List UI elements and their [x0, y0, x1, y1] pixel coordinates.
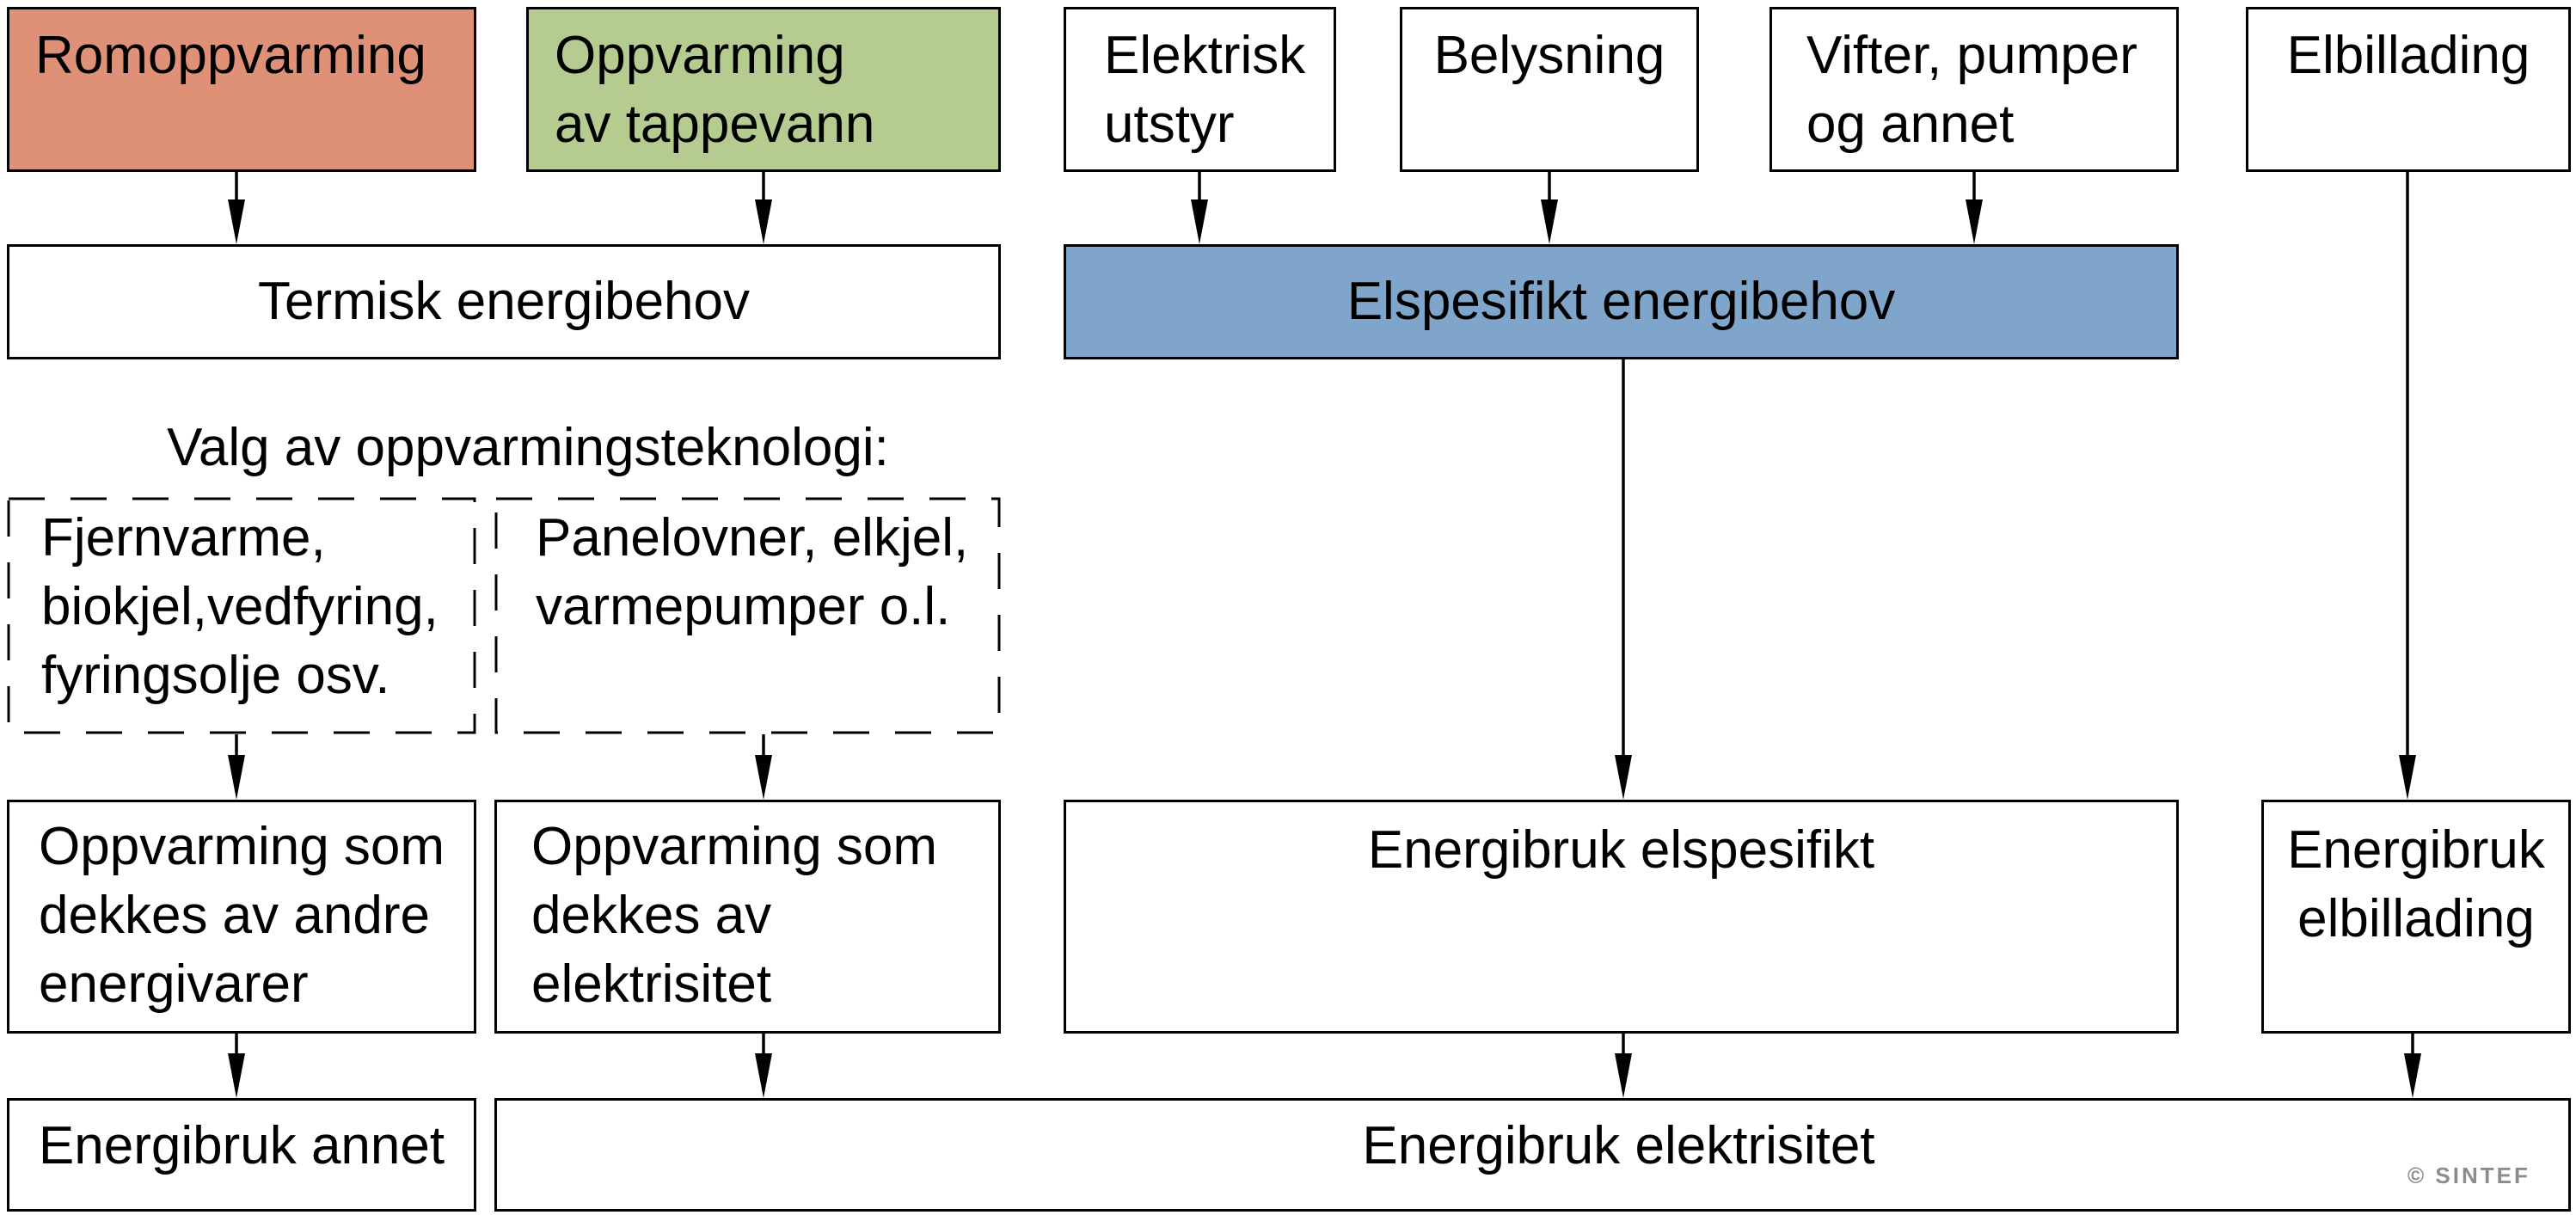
box-label-line: Energibruk elektrisitet — [1362, 1116, 1875, 1175]
arrow-energibruk-elspesifikt-to-energibruk-elektrisitet — [1615, 1034, 1632, 1098]
box-energibruk-elbillading: Energibruk elbillading — [2261, 800, 2571, 1034]
box-energibruk-elektrisitet: Energibruk elektrisitet — [494, 1098, 2571, 1212]
box-label-line: dekkes av andre — [39, 886, 430, 945]
box-elektrisk-utstyr: Elektrisk utstyr — [1064, 7, 1336, 172]
box-label-line: Belysning — [1433, 26, 1665, 85]
box-romoppvarming: Romoppvarming — [7, 7, 476, 172]
box-label-line: Romoppvarming — [35, 26, 426, 85]
box-label-line: varmepumper o.l. — [536, 577, 951, 636]
box-label-line: Termisk energibehov — [257, 272, 751, 331]
box-label-line: av tappevann — [555, 95, 875, 154]
box-label-line: Elbillading — [2286, 26, 2530, 85]
sintef-watermark: © SINTEF — [2407, 1163, 2530, 1188]
box-label-line: Oppvarming som — [39, 817, 445, 876]
box-oppvarming-tappevann: Oppvarming av tappevann — [526, 7, 1001, 172]
box-label-line: energivarer — [39, 954, 309, 1014]
dashed-box-panelovner: Panelovner, elkjel, varmepumper o.l. — [494, 497, 1001, 734]
box-label-line: Energibruk — [2287, 820, 2545, 880]
box-label-line: Energibruk annet — [38, 1116, 445, 1175]
box-energibruk-annet: Energibruk annet — [7, 1098, 476, 1212]
box-label-line: Elektrisk — [1104, 26, 1306, 85]
arrow-belysning-to-elspesifikt — [1541, 172, 1558, 244]
box-energibruk-elspesifikt: Energibruk elspesifikt — [1064, 800, 2179, 1034]
arrow-energibruk-elbillading-to-energibruk-elektrisitet — [2404, 1034, 2421, 1098]
box-elspesifikt-energibehov: Elspesifikt energibehov — [1064, 244, 2179, 359]
box-label-line: Oppvarming som — [531, 817, 938, 876]
arrow-oppvarming-andre-to-energibruk-annet — [228, 1034, 245, 1098]
arrow-elbillading-to-energibruk-elbillading — [2399, 172, 2416, 800]
box-belysning: Belysning — [1400, 7, 1699, 172]
box-label-line: dekkes av — [531, 886, 772, 945]
arrow-oppvarming-elektrisitet-to-energibruk-elektrisitet — [755, 1034, 772, 1098]
arrow-romoppvarming-to-termisk — [228, 172, 245, 244]
box-label-line: biokjel,vedfyring, — [41, 577, 439, 636]
box-label-line: utstyr — [1104, 95, 1235, 154]
box-oppvarming-elektrisitet: Oppvarming som dekkes av elektrisitet — [494, 800, 1001, 1034]
arrow-fjernvarme-to-oppvarming-andre — [228, 734, 245, 800]
arrow-elspesifikt-to-energibruk-elspesifikt — [1615, 359, 1632, 800]
arrow-panelovner-to-oppvarming-elektrisitet — [755, 734, 772, 800]
box-label-line: elektrisitet — [531, 954, 772, 1014]
box-label-line: Elspesifikt energibehov — [1346, 272, 1896, 331]
arrow-elektrisk-to-elspesifikt — [1191, 172, 1208, 244]
section-heading: Valg av oppvarmingsteknologi: — [167, 418, 889, 477]
box-elbillading: Elbillading — [2246, 7, 2571, 172]
box-label-line: Fjernvarme, — [41, 508, 326, 568]
box-label-line: fyringsolje osv. — [41, 646, 390, 705]
box-label-line: og annet — [1806, 95, 2015, 154]
box-label-line: Energibruk elspesifikt — [1367, 820, 1875, 880]
box-termisk-energibehov: Termisk energibehov — [7, 244, 1001, 359]
box-vifter-pumper: Vifter, pumper og annet — [1769, 7, 2179, 172]
box-label-line: Vifter, pumper — [1806, 26, 2137, 85]
arrow-vifter-to-elspesifikt — [1966, 172, 1983, 244]
box-label-line: Panelovner, elkjel, — [536, 508, 969, 568]
dashed-box-fjernvarme: Fjernvarme, biokjel,vedfyring, fyringsol… — [7, 497, 476, 734]
box-label-line: elbillading — [2297, 889, 2535, 948]
arrow-tappevann-to-termisk — [755, 172, 772, 244]
box-label-line: Oppvarming — [555, 26, 845, 85]
box-oppvarming-andre-energivarer: Oppvarming som dekkes av andre energivar… — [7, 800, 476, 1034]
